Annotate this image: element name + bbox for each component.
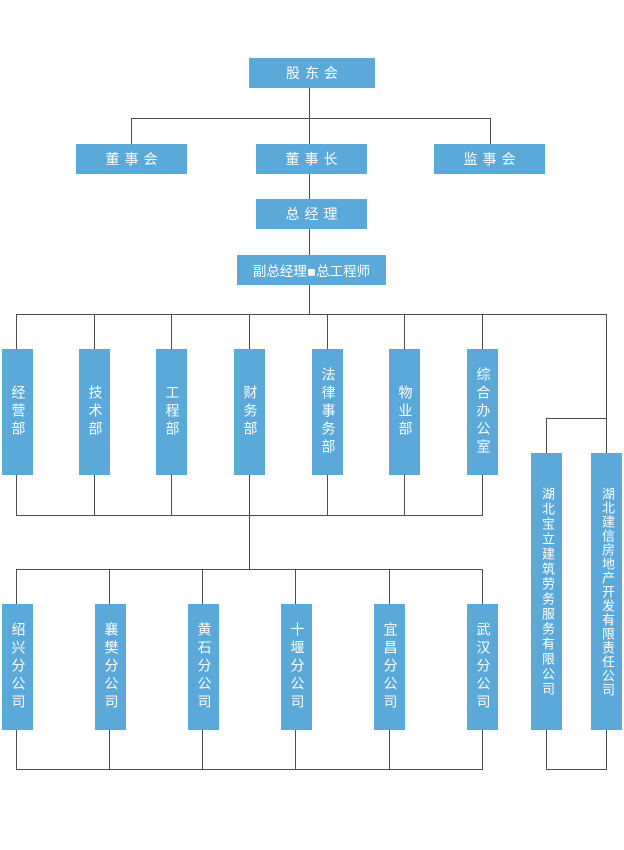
- connector-line: [309, 88, 310, 118]
- connector-line: [309, 174, 310, 200]
- connector-line: [16, 314, 607, 315]
- connector-line: [546, 769, 607, 770]
- connector-line: [131, 118, 491, 119]
- shareholders-box: 股东会: [249, 58, 375, 88]
- branch-box: 绍兴分公司: [2, 604, 33, 730]
- branch-box: 襄樊分公司: [95, 604, 126, 730]
- chairman-box: 董事长: [256, 144, 367, 174]
- connector-line: [309, 229, 310, 255]
- dept-box: 物业部: [389, 349, 420, 475]
- supervisors-box: 监事会: [434, 144, 545, 174]
- dept-box: 技术部: [79, 349, 110, 475]
- connector-line: [490, 118, 491, 144]
- dept-box: 经营部: [2, 349, 33, 475]
- dept-box: 综合办公室: [467, 349, 498, 475]
- connector-line: [309, 285, 310, 314]
- connector-line: [309, 118, 310, 144]
- connector-line: [16, 569, 483, 570]
- connector-line: [546, 418, 607, 419]
- branch-box: 十堰分公司: [281, 604, 312, 730]
- connector-line: [131, 118, 132, 144]
- dept-box: 财务部: [234, 349, 265, 475]
- connector-line: [16, 769, 483, 770]
- subsidiary-box: 湖北建信房地产开发有限责任公司: [591, 453, 622, 730]
- branch-box: 黄石分公司: [188, 604, 219, 730]
- deputy-gm-box: 副总经理▪总工程师: [237, 255, 386, 285]
- branch-box: 武汉分公司: [467, 604, 498, 730]
- general-manager-box: 总经理: [256, 199, 367, 229]
- subsidiary-box: 湖北宝立建筑劳务服务有限公司: [531, 453, 562, 730]
- dept-box: 工程部: [156, 349, 187, 475]
- board-box: 董事会: [76, 144, 187, 174]
- connector-line: [249, 515, 250, 569]
- dept-box: 法律事务部: [312, 349, 343, 475]
- branch-box: 宜昌分公司: [374, 604, 405, 730]
